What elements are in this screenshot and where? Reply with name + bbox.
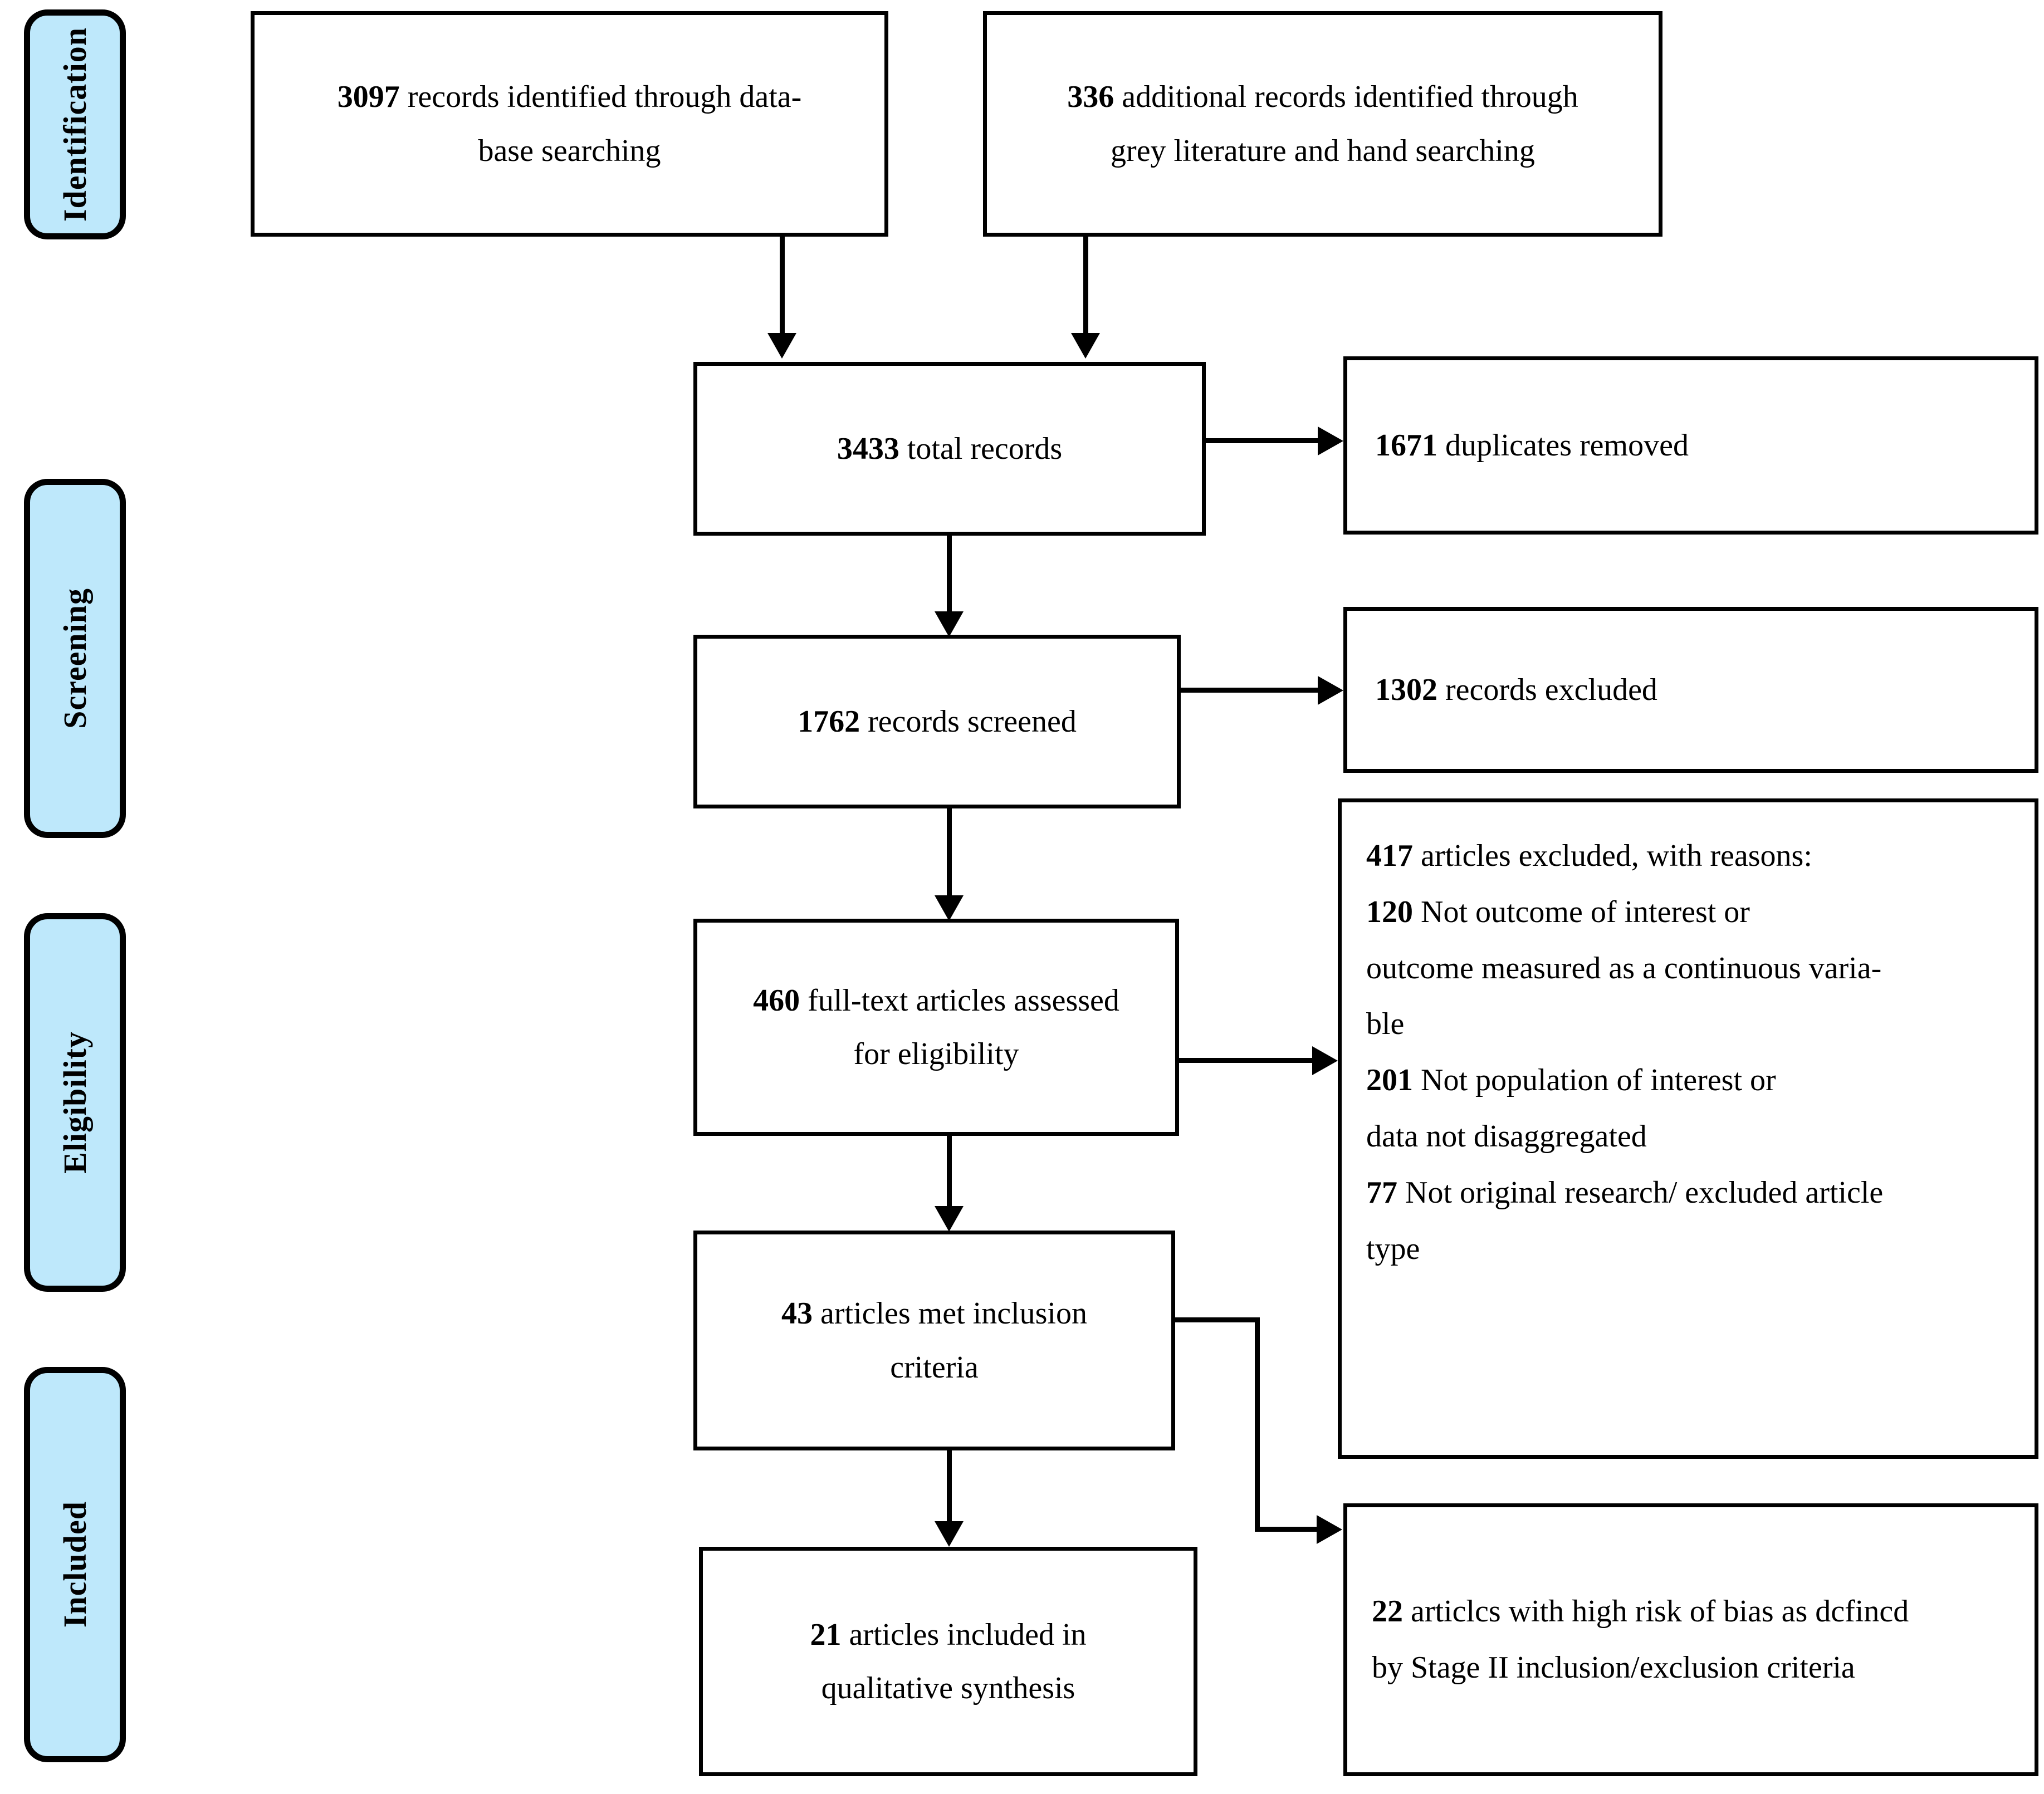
box-grey-literature: 336 additional records identified throug… (983, 11, 1662, 237)
reason-line-6: 77 Not original research/ excluded artic… (1366, 1165, 2019, 1221)
reason-text-7: type (1366, 1231, 1420, 1266)
box-total-records-text: total records (899, 431, 1063, 466)
connector-total-to-duplicates-horizontal (1206, 438, 1320, 443)
stage-label-screening: Screening (56, 588, 93, 729)
connector-db-to-total-vertical (780, 237, 785, 334)
reason-line-7: type (1366, 1221, 2019, 1277)
stage-pill-included: Included (24, 1367, 126, 1762)
reason-count-1: 120 (1366, 894, 1413, 929)
box-high-risk-bias-count: 22 (1372, 1594, 1403, 1629)
box-records-excluded: 1302 records excluded (1343, 607, 2038, 773)
box-records-excluded-text: records excluded (1437, 672, 1657, 707)
reason-text-1: Not outcome of interest or (1413, 894, 1750, 929)
box-high-risk-bias-line2: by Stage II inclusion/exclusion criteria (1372, 1650, 1855, 1685)
box-full-text-assessed-line1: 460 full-text articles assessed (716, 974, 1156, 1027)
box-duplicates-removed-text: duplicates removed (1437, 428, 1689, 463)
box-high-risk-bias: 22 articlcs with high risk of bias as dc… (1343, 1503, 2038, 1776)
box-qualitative-synthesis-count: 21 (810, 1617, 842, 1652)
arrow-inclusion-to-synthesis (935, 1521, 964, 1547)
box-qualitative-synthesis-line1: 21 articles included in (722, 1608, 1175, 1661)
box-records-screened-line1: 1762 records screened (716, 695, 1158, 748)
connector-inclusion-to-synthesis-vertical (947, 1450, 952, 1523)
arrow-grey-to-total (1071, 333, 1100, 359)
box-records-screened-text: records screened (860, 704, 1077, 739)
stage-label-included: Included (56, 1501, 93, 1628)
box-database-search-line2: base searching (478, 133, 661, 168)
arrow-db-to-total (767, 333, 796, 359)
box-articles-excluded-header-text: articles excluded, with reasons: (1413, 839, 1812, 873)
box-records-excluded-count: 1302 (1375, 672, 1437, 707)
box-met-inclusion-text: articles met inclusion (813, 1296, 1087, 1331)
box-full-text-assessed-count: 460 (753, 983, 800, 1018)
connector-grey-to-total-vertical (1083, 237, 1088, 334)
box-records-screened-count: 1762 (798, 704, 860, 739)
box-met-inclusion: 43 articles met inclusion criteria (693, 1231, 1175, 1450)
box-records-screened: 1762 records screened (693, 635, 1181, 808)
stage-label-identification: Identification (56, 27, 93, 222)
arrow-screened-to-excluded (1318, 676, 1343, 705)
stage-pill-screening: Screening (24, 479, 126, 838)
box-grey-literature-count: 336 (1067, 80, 1114, 115)
stage-pill-identification: Identification (24, 9, 126, 239)
box-full-text-assessed-line2: for eligibility (853, 1037, 1019, 1071)
arrow-fulltext-to-inclusion (935, 1206, 964, 1232)
box-grey-literature-text: additional records identified through (1114, 80, 1578, 115)
box-database-search-count: 3097 (337, 80, 400, 115)
reason-text-2: outcome measured as a continuous varia- (1366, 950, 1882, 986)
reason-line-3: ble (1366, 996, 2019, 1052)
connector-fulltext-to-excluded-horizontal (1179, 1058, 1314, 1063)
box-full-text-assessed-text: full-text articles assessed (800, 983, 1119, 1018)
box-database-search-text: records identified through data- (399, 80, 802, 115)
stage-label-eligibility: Eligibility (56, 1031, 93, 1174)
reason-line-2: outcome measured as a continuous varia- (1366, 940, 2019, 997)
stage-pill-eligibility: Eligibility (24, 913, 126, 1292)
box-grey-literature-line1: 336 additional records identified throug… (1006, 70, 1640, 124)
connector-fulltext-to-inclusion-vertical (947, 1136, 952, 1208)
box-qualitative-synthesis-line2: qualitative synthesis (821, 1671, 1075, 1705)
connector-screened-to-fulltext-vertical (947, 808, 952, 898)
box-articles-excluded: 417 articles excluded, with reasons: 120… (1338, 798, 2038, 1459)
box-duplicates-removed-count: 1671 (1375, 428, 1437, 463)
box-duplicates-removed-line: 1671 duplicates removed (1375, 418, 2019, 474)
connector-inclusion-to-bias-v (1255, 1317, 1260, 1532)
box-total-records-line1: 3433 total records (716, 422, 1183, 476)
reason-line-1: 120 Not outcome of interest or (1366, 884, 2019, 940)
box-full-text-assessed: 460 full-text articles assessed for elig… (693, 919, 1179, 1136)
arrow-total-to-duplicates (1318, 427, 1343, 455)
reason-count-4: 201 (1366, 1063, 1413, 1098)
reason-line-4: 201 Not population of interest or (1366, 1052, 2019, 1109)
arrow-screened-to-fulltext (935, 895, 964, 921)
reason-text-4: Not population of interest or (1413, 1063, 1776, 1098)
connector-screened-to-excluded-horizontal (1181, 688, 1320, 693)
reason-text-3: ble (1366, 1007, 1405, 1042)
reason-text-5: data not disaggregated (1366, 1119, 1647, 1154)
box-high-risk-bias-text: articlcs with high risk of bias as dcfin… (1403, 1594, 1909, 1629)
box-records-excluded-line: 1302 records excluded (1375, 662, 2019, 718)
box-database-search: 3097 records identified through data- ba… (251, 11, 888, 237)
reason-text-6: Not original research/ excluded article (1397, 1175, 1884, 1210)
box-database-search-line1: 3097 records identified through data- (273, 70, 865, 124)
box-total-records-count: 3433 (837, 431, 899, 466)
arrow-inclusion-to-bias (1317, 1515, 1342, 1544)
connector-total-to-screened-vertical (947, 536, 952, 614)
box-articles-excluded-header: 417 articles excluded, with reasons: (1366, 828, 2019, 884)
box-high-risk-bias-line1: 22 articlcs with high risk of bias as dc… (1372, 1584, 2022, 1640)
reason-count-6: 77 (1366, 1175, 1397, 1210)
connector-inclusion-to-bias-h1 (1175, 1317, 1260, 1322)
box-met-inclusion-count: 43 (781, 1296, 813, 1331)
box-met-inclusion-line1: 43 articles met inclusion (716, 1287, 1152, 1340)
box-qualitative-synthesis: 21 articles included in qualitative synt… (699, 1547, 1197, 1776)
box-met-inclusion-line2: criteria (890, 1350, 979, 1385)
box-articles-excluded-header-count: 417 (1366, 839, 1413, 873)
reason-line-5: data not disaggregated (1366, 1109, 2019, 1165)
box-duplicates-removed: 1671 duplicates removed (1343, 356, 2038, 535)
arrow-fulltext-to-excluded (1312, 1046, 1338, 1075)
box-total-records: 3433 total records (693, 362, 1206, 536)
box-grey-literature-line2: grey literature and hand searching (1111, 133, 1535, 168)
connector-inclusion-to-bias-h2 (1255, 1527, 1319, 1532)
arrow-total-to-screened (935, 611, 964, 637)
box-qualitative-synthesis-text: articles included in (841, 1617, 1087, 1652)
